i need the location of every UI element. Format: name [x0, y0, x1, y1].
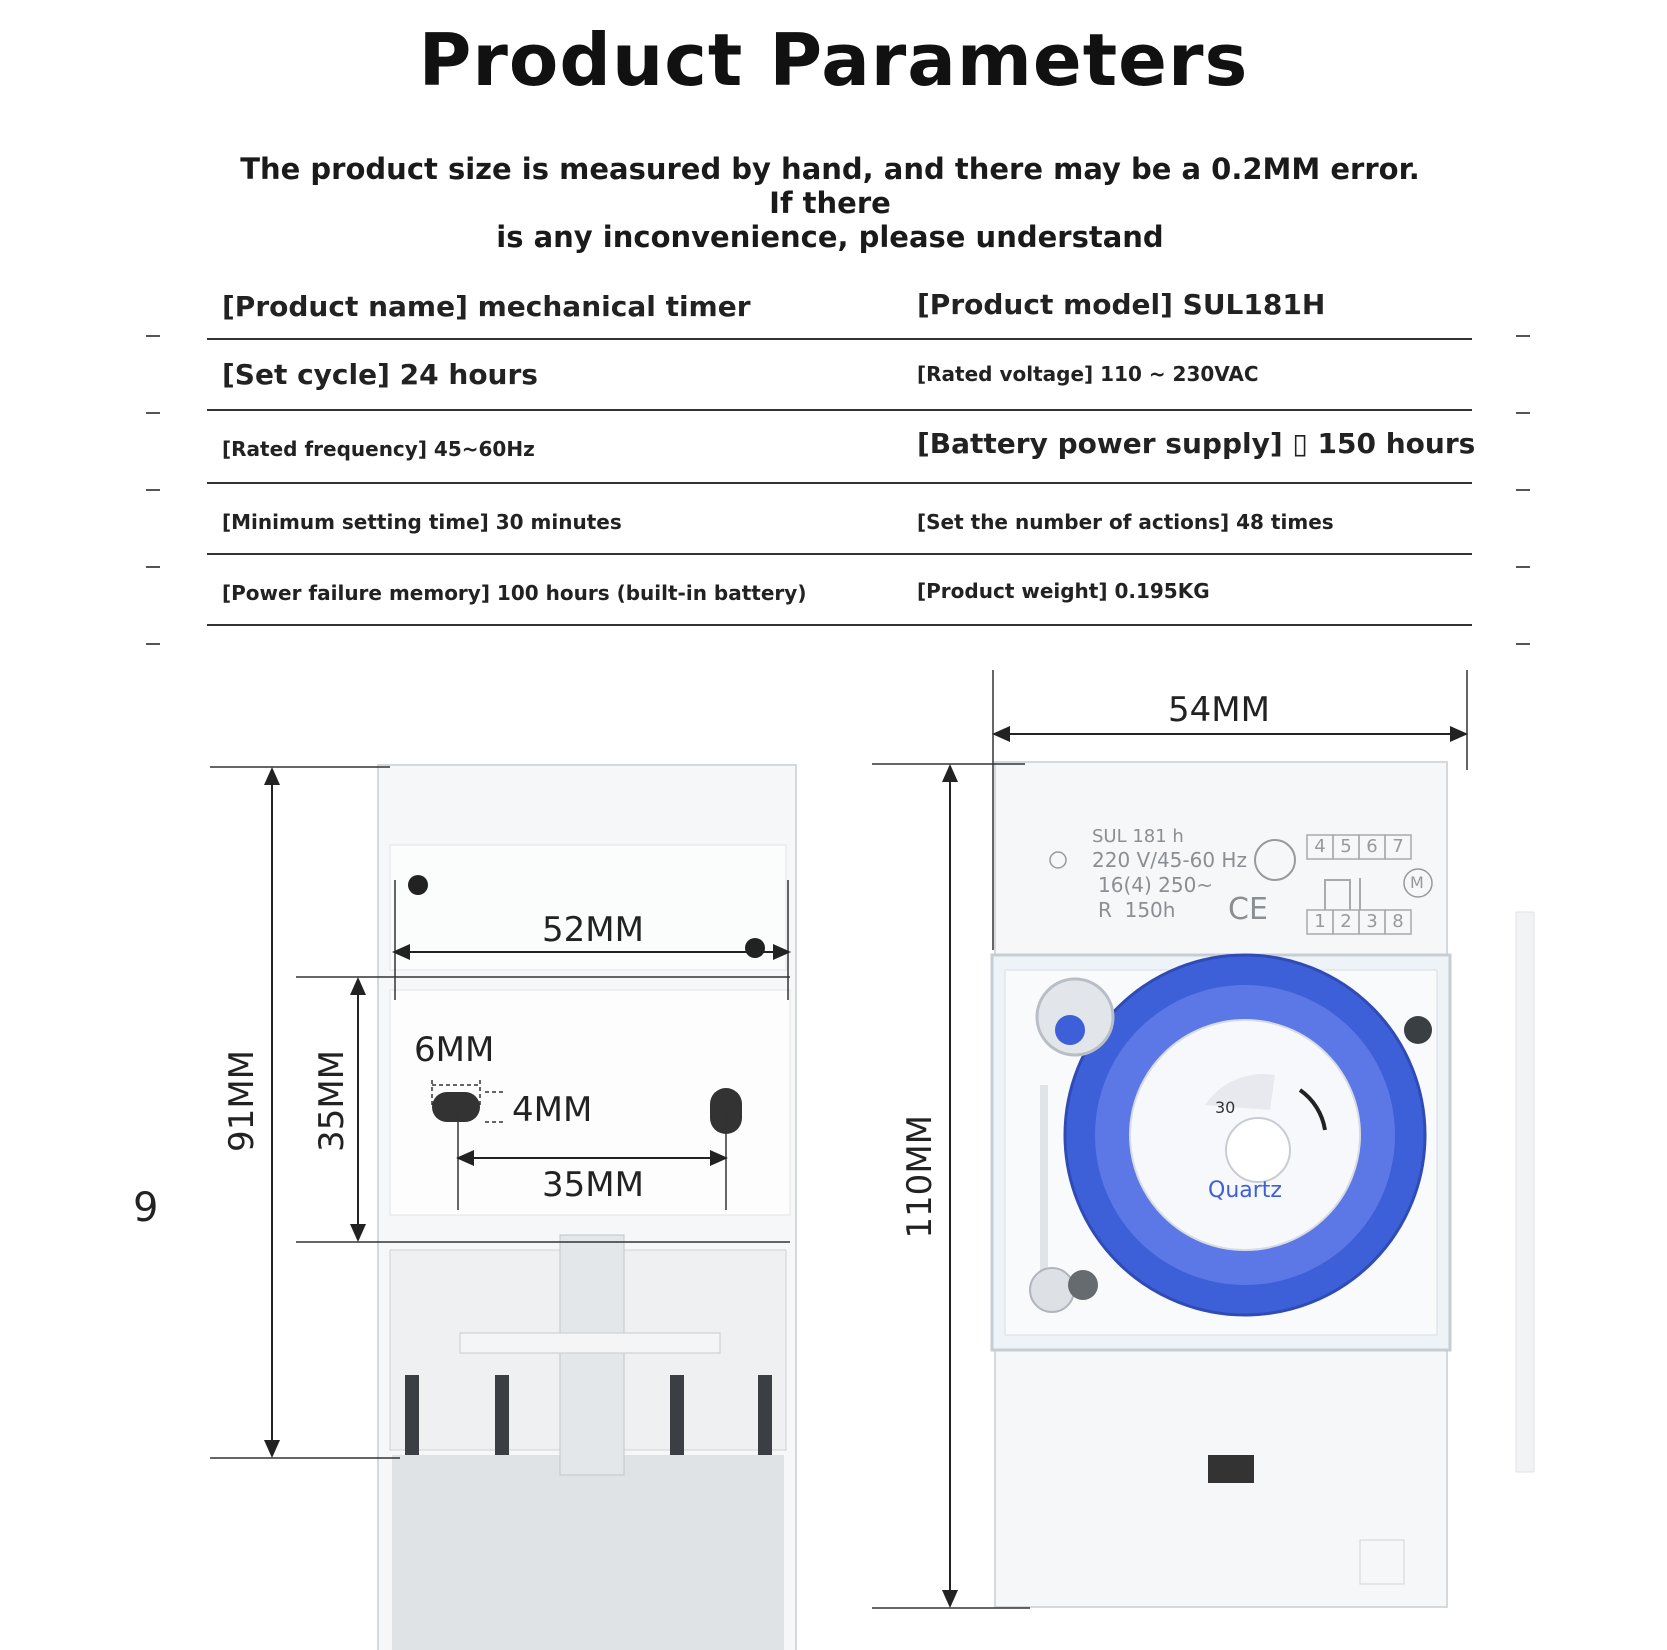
terminal-number: 5: [1340, 836, 1352, 857]
side-tick: [1516, 643, 1530, 645]
side-tick: [146, 489, 160, 491]
param-set-cycle: [Set cycle] 24 hours: [222, 358, 538, 391]
param-rated-voltage: [Rated voltage] 110 ~ 230VAC: [917, 362, 1259, 386]
param-power-failure-memory: [Power failure memory] 100 hours (built-…: [222, 581, 807, 605]
disclaimer-line-2: is any inconvenience, please understand: [496, 220, 1164, 254]
side-tick: [1516, 566, 1530, 568]
dim-label-35mm-spacing: 35MM: [542, 1165, 644, 1205]
dim-label-6mm: 6MM: [414, 1030, 495, 1070]
side-tick: [1516, 489, 1530, 491]
front-view-housing: [990, 761, 1535, 1608]
dial-brand-label: Quartz: [1208, 1178, 1282, 1203]
ce-mark: CE: [1228, 892, 1268, 927]
device-voltage-label: 220 V/45-60 Hz: [1092, 848, 1247, 872]
dial-minutes-label: 30: [1215, 1098, 1236, 1117]
dim-label-4mm: 4MM: [512, 1090, 593, 1130]
param-product-name: [Product name] mechanical timer: [222, 290, 751, 323]
stray-digit: 9: [133, 1185, 159, 1231]
parameter-row: [Minimum setting time] 30 minutes [Set t…: [207, 484, 1472, 555]
terminal-number: 6: [1366, 836, 1378, 857]
terminal-number: 7: [1392, 836, 1404, 857]
dim-label-52mm: 52MM: [542, 910, 644, 950]
param-rated-frequency: [Rated frequency] 45~60Hz: [222, 437, 535, 461]
side-tick: [146, 643, 160, 645]
terminal-row-bottom: 1 2 3 8: [1307, 911, 1411, 932]
dim-label-35mm-height: 35MM: [312, 1050, 352, 1152]
param-product-model: [Product model] SUL181H: [917, 288, 1326, 321]
param-battery-supply: [Battery power supply] ▯ 150 hours: [917, 427, 1476, 460]
dim-label-54mm: 54MM: [1168, 690, 1270, 730]
dim-label-91mm: 91MM: [222, 1050, 262, 1152]
side-tick: [146, 412, 160, 414]
device-reserve-label: R 150h: [1098, 898, 1176, 922]
param-min-setting-time: [Minimum setting time] 30 minutes: [222, 510, 622, 534]
param-product-weight: [Product weight] 0.195KG: [917, 579, 1210, 603]
motor-symbol: M: [1410, 873, 1424, 892]
dim-label-110mm: 110MM: [900, 1115, 940, 1239]
back-view-housing: [377, 764, 797, 1650]
param-number-of-actions: [Set the number of actions] 48 times: [917, 510, 1334, 534]
terminal-number: 8: [1392, 911, 1404, 932]
page-title: Product Parameters: [418, 18, 1249, 102]
side-tick: [146, 335, 160, 337]
side-tick: [1516, 335, 1530, 337]
device-current-label: 16(4) 250~: [1098, 873, 1214, 897]
terminal-number: 2: [1340, 911, 1352, 932]
disclaimer-text: The product size is measured by hand, an…: [240, 152, 1420, 254]
terminal-number: 3: [1366, 911, 1378, 932]
terminal-number: 1: [1314, 911, 1326, 932]
parameter-row: [Product name] mechanical timer [Product…: [207, 266, 1472, 340]
parameter-row: [Power failure memory] 100 hours (built-…: [207, 555, 1472, 626]
terminal-row-top: 4 5 6 7: [1307, 836, 1411, 857]
side-tick: [146, 566, 160, 568]
parameter-table: [Product name] mechanical timer [Product…: [207, 266, 1476, 626]
disclaimer-line-1: The product size is measured by hand, an…: [240, 152, 1420, 220]
terminal-number: 4: [1314, 836, 1326, 857]
device-model-label: SUL 181 h: [1092, 826, 1184, 847]
parameter-row: [Rated frequency] 45~60Hz [Battery power…: [207, 411, 1476, 484]
parameter-row: [Set cycle] 24 hours [Rated voltage] 110…: [207, 340, 1472, 411]
side-tick: [1516, 412, 1530, 414]
